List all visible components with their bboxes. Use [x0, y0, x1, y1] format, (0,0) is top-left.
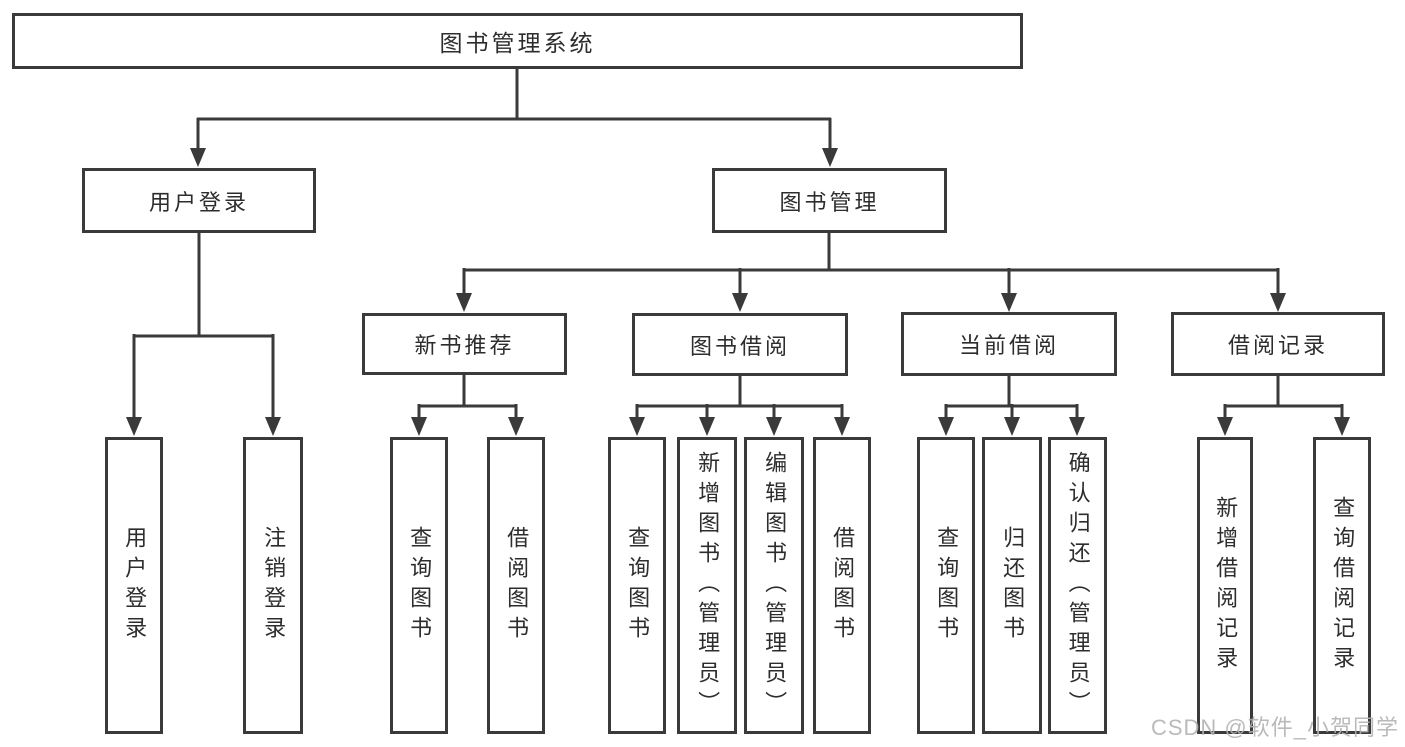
leaf-label: 用户登录 [122, 525, 148, 646]
leaf-query-books-newbook: 查询图书 [390, 437, 448, 734]
leaf-label: 注销登录 [261, 525, 287, 646]
leaf-query-borrow-record: 查询借阅记录 [1313, 437, 1371, 734]
leaf-label: 新增图书（管理员） [695, 450, 721, 721]
leaf-label: 归还图书 [1000, 525, 1026, 646]
leaf-logout: 注销登录 [243, 437, 303, 734]
leaf-confirm-return-admin: 确认归还（管理员） [1048, 437, 1107, 734]
arrowhead-icons [126, 148, 1350, 436]
leaf-query-books-borrow: 查询图书 [608, 437, 666, 734]
node-book-management: 图书管理 [712, 168, 947, 233]
node-book-borrowing: 图书借阅 [632, 313, 848, 376]
leaf-return-books: 归还图书 [982, 437, 1042, 734]
leaf-label: 查询图书 [407, 525, 433, 646]
leaf-borrow-books-newbook: 借阅图书 [487, 437, 545, 734]
node-current-borrowing: 当前借阅 [901, 312, 1117, 376]
leaf-label: 查询图书 [934, 525, 960, 646]
leaf-label: 借阅图书 [830, 525, 856, 646]
node-library-management-system: 图书管理系统 [12, 13, 1023, 69]
leaf-borrow-books-borrow: 借阅图书 [813, 437, 871, 734]
leaf-label: 新增借阅记录 [1213, 495, 1239, 676]
node-new-book-recommendation: 新书推荐 [362, 313, 567, 375]
node-label: 新书推荐 [414, 333, 515, 358]
node-label: 图书管理系统 [439, 30, 596, 56]
node-user-login: 用户登录 [82, 168, 316, 233]
leaf-add-borrow-record: 新增借阅记录 [1197, 437, 1253, 734]
node-label: 图书借阅 [689, 333, 790, 359]
leaf-query-books-current: 查询图书 [917, 437, 975, 734]
node-borrowing-records: 借阅记录 [1171, 312, 1385, 376]
node-label: 图书管理 [779, 189, 880, 215]
watermark: CSDN @软件_小贺同学 [1150, 715, 1399, 740]
leaf-user-login: 用户登录 [105, 437, 163, 734]
node-label: 当前借阅 [958, 333, 1059, 358]
node-label: 借阅记录 [1227, 333, 1328, 358]
leaf-edit-books-admin: 编辑图书（管理员） [744, 437, 804, 734]
node-label: 用户登录 [148, 189, 249, 215]
leaf-label: 借阅图书 [504, 525, 530, 646]
leaf-label: 确认归还（管理员） [1065, 450, 1091, 721]
leaf-add-books-admin: 新增图书（管理员） [677, 437, 737, 734]
leaf-label: 查询图书 [625, 525, 651, 646]
leaf-label: 查询借阅记录 [1330, 495, 1356, 676]
leaf-label: 编辑图书（管理员） [762, 450, 788, 721]
